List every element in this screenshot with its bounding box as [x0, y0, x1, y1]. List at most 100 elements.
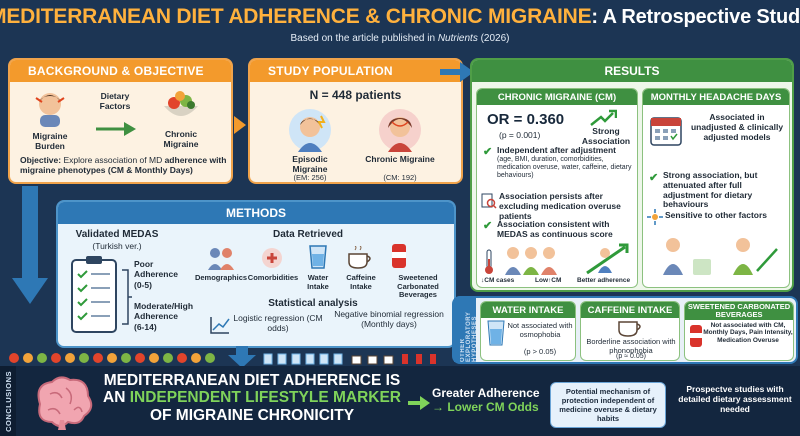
- conclusion-line-1: MEDITERRANEAN DIET ADHERENCE IS: [103, 372, 401, 389]
- mechanism-box: Potential mechanism of protection indepe…: [550, 382, 666, 428]
- cm-bullet-1: Independent after adjustment (age, BMI, …: [497, 145, 632, 179]
- strong-association: Strong Association: [581, 126, 631, 146]
- sensitivity-icon: [647, 209, 663, 230]
- mhd-heading: MONTHLY HEADACHE DAYS: [643, 89, 789, 105]
- hypotheses-side-label: OTHER EXPLORATORY HYPOTHESES: [460, 311, 478, 362]
- sweet-heading: SWEETENED CARBONATED BEVERAGES: [685, 302, 793, 320]
- glass-icon: [487, 320, 505, 351]
- methods-panel: METHODS Validated MEDAS (Turkish ver.) P…: [56, 200, 456, 348]
- check-icon: ✔: [649, 172, 659, 184]
- episodic-label: Episodic Migraine: [292, 154, 328, 174]
- person-up-icon: [585, 241, 629, 280]
- hypotheses-panel: OTHER EXPLORATORY HYPOTHESES WATER INTAK…: [452, 296, 798, 364]
- arrow-down-left: [12, 186, 48, 311]
- check-icon: ✔: [483, 146, 493, 158]
- checklist-icon: [70, 256, 118, 339]
- conclusion-line-2a: AN: [103, 389, 130, 407]
- trend-arrow-icon: [589, 109, 618, 132]
- caffeine-icon: [347, 245, 375, 275]
- food-bowl-icon: [160, 86, 202, 126]
- caffeine-heading: CAFFEINE INTAKE: [581, 302, 679, 318]
- check-icon: ✔: [483, 220, 493, 232]
- n-label: N = 448 patients: [309, 88, 402, 102]
- subtitle-prefix: Based on the article published in: [290, 33, 438, 44]
- prospective-text: Prospectve studies with detailed dietary…: [678, 384, 792, 415]
- people-icon: [501, 245, 561, 280]
- episodic-icon: [288, 108, 332, 157]
- factors-arrow-icon: [96, 122, 136, 141]
- data-item-demographics: Demographics: [194, 273, 248, 282]
- soda-icon: [389, 242, 409, 275]
- data-item-comorbidities: Comorbidities: [247, 273, 299, 282]
- subtitle-year: (2026): [477, 33, 510, 44]
- arrow-down-methods: [228, 346, 256, 373]
- results-panel: RESULTS CHRONIC MIGRAINE (CM) OR = 0.360…: [470, 58, 794, 292]
- conclusions-label: CONCLUSIONS: [3, 370, 13, 432]
- mhd-bullet-3: Sensitive to other factors: [665, 210, 768, 220]
- data-item-water: Water Intake: [307, 273, 329, 291]
- results-heading: RESULTS: [472, 60, 792, 82]
- chronic-icon: [378, 108, 422, 157]
- medas-sub: (Turkish ver.): [92, 241, 142, 251]
- hypotheses-side: OTHER EXPLORATORY HYPOTHESES: [454, 298, 478, 362]
- conclusion-arrow-icon: [408, 396, 430, 415]
- calendar-icon: [649, 113, 683, 152]
- arrow-to-population: [234, 116, 246, 134]
- can-icon: [689, 324, 703, 353]
- cm-box: CHRONIC MIGRAINE (CM) OR = 0.360 (p = 0.…: [476, 88, 638, 288]
- sweet-text: Not associated with CM, Monthly Days, Pa…: [703, 322, 793, 344]
- water-box: WATER INTAKE Not associated with osmopho…: [480, 301, 576, 361]
- cup-icon: [617, 320, 645, 343]
- burden-label: Migraine Burden: [32, 131, 68, 151]
- title-rest: : A Retrospective Study: [591, 5, 800, 28]
- cm-bullet-2: Association persists after excluding med…: [499, 191, 621, 221]
- mhd-bullet-1: Associated in unadjusted & clinically ad…: [690, 112, 784, 142]
- factors-label: Dietary Factors: [99, 91, 131, 111]
- episodic-count: (EM: 256): [293, 173, 327, 182]
- chronic-label: Chronic Migraine: [163, 129, 199, 149]
- low-label: Low↑CM: [535, 277, 562, 284]
- greater-label: Greater Adherence: [432, 386, 540, 400]
- medas-title: Validated MEDAS: [75, 229, 159, 240]
- title-main: MEDITERRANEAN DIET ADHERENCE & CHRONIC M…: [0, 5, 592, 28]
- bracket-icon: [120, 268, 132, 331]
- greater-adherence: Greater Adherence → Lower CM Odds: [432, 386, 544, 414]
- negbin-regression: Negative binomial regression (Monthly da…: [334, 309, 444, 329]
- conclusion-statement: MEDITERRANEAN DIET ADHERENCE IS AN INDEP…: [102, 372, 402, 424]
- cm-heading: CHRONIC MIGRAINE (CM): [477, 89, 637, 105]
- moderate-range: (6-14): [134, 322, 157, 332]
- comorbidities-icon: [257, 246, 287, 275]
- drink-strip: [262, 352, 448, 370]
- poor-range: (0-5): [134, 280, 152, 290]
- caffeine-text: Borderline association with phonophobia: [586, 337, 676, 355]
- subtitle: Based on the article published in Nutrie…: [0, 33, 800, 44]
- brain-icon: [30, 374, 96, 435]
- cm-bullet-3: Association consistent with MEDAS as con…: [497, 219, 613, 239]
- logistic-regression: Logistic regression (CM odds): [233, 313, 323, 333]
- water-icon: [308, 244, 328, 275]
- better-label: Better adherence: [577, 277, 631, 284]
- methods-heading: METHODS: [58, 202, 454, 224]
- background-heading: BACKGROUND & OBJECTIVE: [10, 60, 231, 82]
- conclusion-line-2g: INDEPENDENT LIFESTYLE MARKER: [129, 389, 401, 407]
- conclusions-band: CONCLUSIONS MEDITERRANEAN DIET ADHERENCE…: [0, 366, 800, 436]
- p-value: (p = 0.001): [499, 130, 541, 140]
- subtitle-journal: Nutrients: [437, 33, 478, 44]
- sweet-box: SWEETENED CARBONATED BEVERAGES Not assoc…: [684, 301, 794, 361]
- conclusions-side: CONCLUSIONS: [0, 366, 16, 436]
- page-title: MEDITERRANEAN DIET ADHERENCE & CHRONIC M…: [0, 0, 800, 34]
- family-icon: [653, 235, 783, 280]
- search-doc-icon: [481, 193, 497, 214]
- background-panel: BACKGROUND & OBJECTIVE Migraine Burden D…: [8, 58, 233, 184]
- population-heading: STUDY POPULATION: [250, 60, 461, 82]
- thermometer-icon: [483, 249, 495, 280]
- poor-label: Poor Adherence: [134, 259, 178, 279]
- conclusion-line-3: OF MIGRAINE CHRONICITY: [149, 406, 355, 424]
- demographics-icon: [206, 246, 236, 275]
- data-item-caffeine: Caffeine Intake: [346, 273, 376, 291]
- mhd-box: MONTHLY HEADACHE DAYS Associated in unad…: [642, 88, 790, 288]
- water-p: (p > 0.05): [523, 347, 557, 356]
- stats-title: Statistical analysis: [268, 298, 358, 309]
- population-panel: STUDY POPULATION N = 448 patients Episod…: [248, 58, 463, 184]
- arrow-to-results: [440, 60, 474, 89]
